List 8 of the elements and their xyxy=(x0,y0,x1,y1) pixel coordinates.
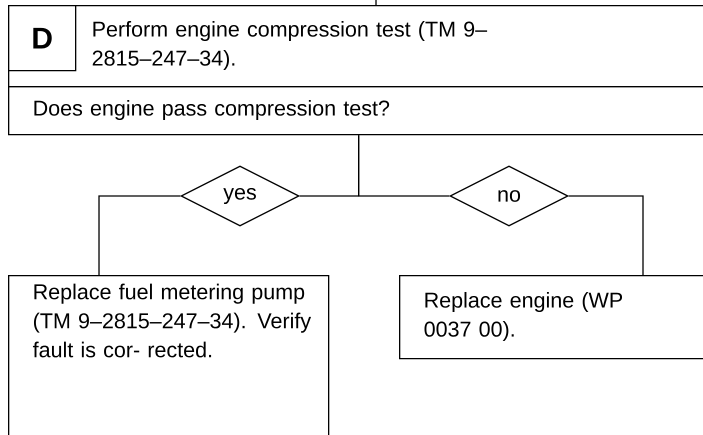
connector-line xyxy=(358,135,450,197)
connector-line xyxy=(98,195,180,275)
action-box: Replace fuel metering pump (TM 9–2815–247–34). Verify fault is cor- rected. xyxy=(8,275,330,435)
connector-line xyxy=(568,195,644,275)
connector-line xyxy=(375,0,377,5)
step-letter-box: D xyxy=(8,5,76,72)
action-box: Replace engine (WP 0037 00). xyxy=(399,275,703,360)
question-box: Does engine pass compression test? xyxy=(8,86,703,136)
